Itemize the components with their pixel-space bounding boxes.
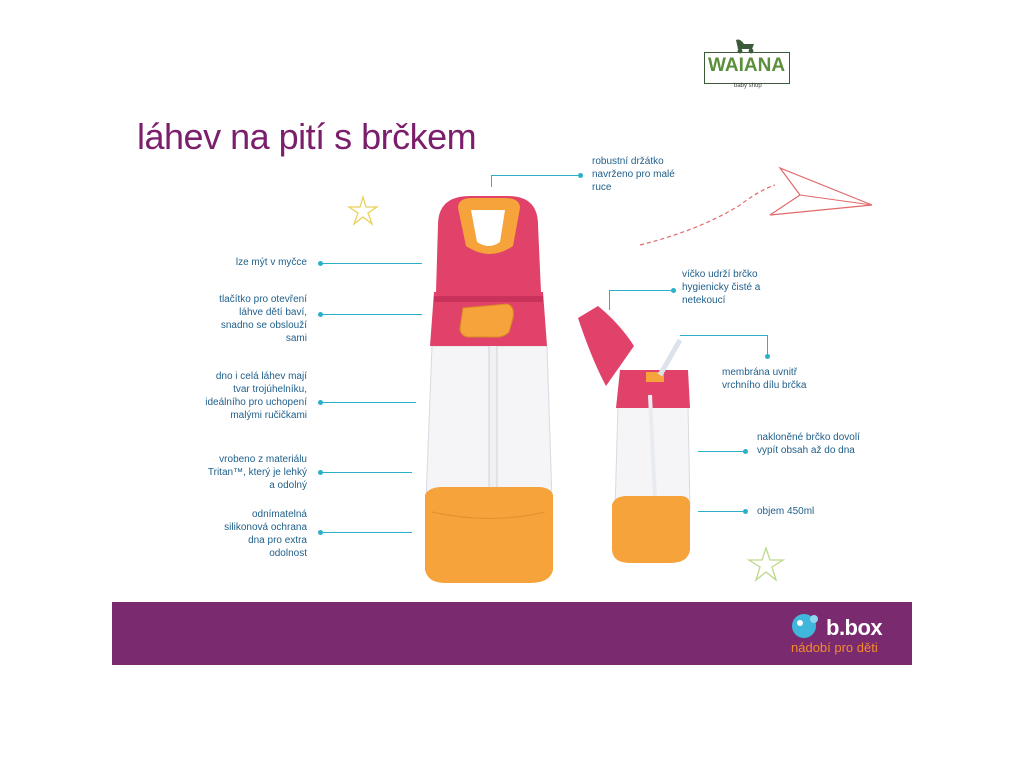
callout-line — [609, 290, 673, 291]
waiana-logo: WAIANA baby shop — [704, 38, 790, 94]
small-bottle — [578, 306, 691, 563]
callout-shape: dno i celá láhev mají tvar trojúhelníku,… — [205, 371, 307, 421]
callout-lid: víčko udrží brčko hygienicky čisté a net… — [682, 269, 761, 306]
star-icon — [746, 545, 786, 582]
callout-line — [491, 175, 581, 176]
large-bottle — [425, 196, 553, 583]
logo-frame — [704, 52, 790, 84]
callout-button: tlačítko pro otevření láhve dětí baví, s… — [219, 294, 307, 344]
logo-subtext: baby shop — [734, 83, 762, 89]
callout-line — [320, 263, 422, 264]
callout-dot — [765, 354, 770, 359]
page-title: láhev na pití s brčkem — [137, 116, 477, 157]
callout-line — [320, 472, 412, 473]
callout-material: vrobeno z materiálu Tritan™, který je le… — [207, 454, 307, 491]
callout-dot — [578, 173, 583, 178]
callout-line — [320, 532, 412, 533]
callout-line — [609, 290, 610, 310]
logo-text: WAIANA — [708, 55, 786, 76]
brand-footer — [112, 602, 912, 665]
callout-line — [320, 402, 416, 403]
callout-handle: robustní držátko navrženo pro malé ruce — [592, 156, 675, 193]
callout-volume: objem 450ml — [757, 506, 815, 517]
callout-dot — [671, 288, 676, 293]
brand-tagline: nádobí pro děti — [791, 640, 878, 655]
callout-line — [767, 335, 768, 355]
callout-dishwasher: lze mýt v myčce — [235, 257, 307, 268]
callout-line — [680, 335, 767, 336]
callout-dot — [743, 449, 748, 454]
paper-plane-icon — [769, 166, 873, 216]
callout-line — [698, 451, 746, 452]
callout-line — [320, 314, 422, 315]
callout-silicone: odnímatelná silikonová ochrana dna pro e… — [224, 509, 307, 559]
callout-straw: nakloněné brčko dovolí vypít obsah až do… — [757, 432, 860, 456]
bbox-bubble-icon — [792, 614, 818, 638]
callout-line — [491, 175, 492, 187]
brand-name: b.box — [826, 615, 883, 640]
callout-dot — [743, 509, 748, 514]
callout-membrane: membrána uvnitř vrchního dílu brčka — [722, 367, 807, 391]
star-icon — [346, 194, 380, 226]
callout-line — [698, 511, 746, 512]
